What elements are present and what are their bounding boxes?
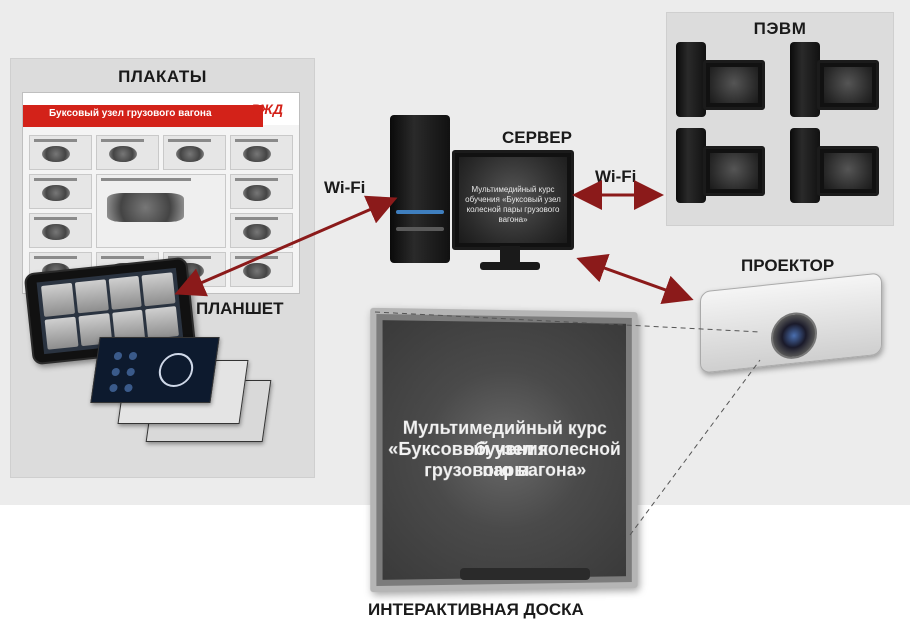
- monitor-base: [480, 262, 540, 270]
- tablet-tile: [108, 275, 142, 310]
- tablet-tile: [145, 305, 179, 340]
- tower-light: [396, 227, 444, 231]
- desktop-monitor-screen: [710, 153, 758, 189]
- poster-title: Буксовый узел грузового вагона: [49, 108, 212, 119]
- desktop-monitor-icon: [817, 146, 879, 196]
- tablet-label: ПЛАНШЕТ: [196, 299, 284, 318]
- rzd-logo: РЖД: [251, 101, 283, 117]
- poster-cell: [29, 213, 92, 248]
- desktop-monitor-screen: [824, 153, 872, 189]
- desktop-computer-icon: [676, 128, 706, 203]
- poster-cell: [230, 174, 293, 209]
- desktop-monitor-icon: [703, 60, 765, 110]
- poster-cell: [29, 174, 92, 209]
- desktop-computer-icon: [790, 42, 820, 117]
- poster-cell-exploded-view: [96, 174, 226, 248]
- projector-lens: [771, 310, 817, 362]
- desktop-monitor-screen: [710, 67, 758, 103]
- wifi-label-left: Wi-Fi: [324, 178, 366, 197]
- server-tower-icon: [390, 115, 450, 263]
- poster-cell: [163, 135, 226, 170]
- board-label: ИНТЕРАКТИВНАЯ ДОСКА: [368, 600, 584, 619]
- server-monitor-text: Мультимедийный курс обучения «Буксовый у…: [465, 184, 561, 224]
- projector-label: ПРОЕКТОР: [741, 256, 835, 275]
- desktop-monitor-screen: [824, 67, 872, 103]
- tower-light: [396, 210, 444, 214]
- desktop-monitor-icon: [817, 60, 879, 110]
- wifi-label-right: Wi-Fi: [595, 167, 637, 186]
- interactive-board-icon: Мультимедийный курс обучения «Буксовый у…: [370, 307, 638, 593]
- tablet-tile: [41, 282, 75, 317]
- desktop-monitor-icon: [703, 146, 765, 196]
- tablet-screen-card-1: [90, 337, 220, 403]
- tablet-tile: [74, 279, 109, 313]
- keypad-graphic: [109, 352, 194, 392]
- tablet-tile: [44, 316, 79, 350]
- poster-cell: [230, 135, 293, 170]
- board-text-line3: грузового вагона»: [424, 459, 587, 481]
- server-label: СЕРВЕР: [502, 128, 572, 147]
- tablet-tile: [141, 272, 176, 306]
- desktop-computer-icon: [790, 128, 820, 203]
- poster-cell: [96, 135, 159, 170]
- poster-cell: [29, 135, 92, 170]
- posters-label: ПЛАКАТЫ: [118, 67, 207, 86]
- monitor-stand: [500, 246, 520, 262]
- poster-cell: [230, 213, 293, 248]
- pevm-label: ПЭВМ: [753, 19, 807, 38]
- desktop-computer-icon: [676, 42, 706, 117]
- interactive-board-screen: Мультимедийный курс обучения «Буксовый у…: [382, 320, 627, 580]
- server-monitor-screen: Мультимедийный курс обучения «Буксовый у…: [459, 157, 567, 243]
- poster-title-bar: [23, 105, 263, 127]
- server-monitor-icon: Мультимедийный курс обучения «Буксовый у…: [452, 150, 574, 250]
- board-tray: [460, 568, 590, 580]
- poster-cell: [230, 252, 293, 287]
